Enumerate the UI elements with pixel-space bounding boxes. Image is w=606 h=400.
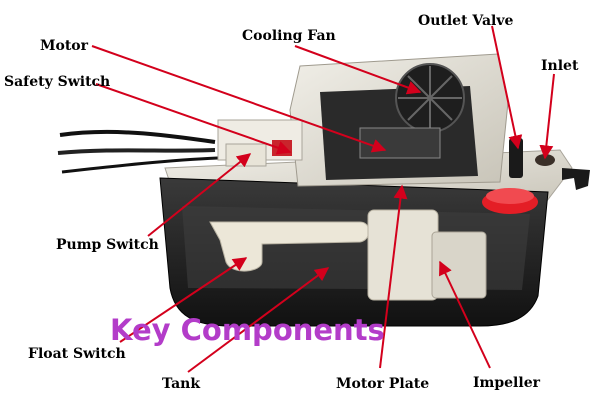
motor-nameplate [359,127,441,159]
pump-illustration [57,53,590,327]
safety-switch-body [272,140,292,156]
leader-tank [187,267,330,373]
component-labels: Motor Cooling Fan Outlet Valve Inlet Saf… [4,13,579,392]
label-float-switch: Float Switch [28,346,126,362]
leader-pump-switch [147,153,252,237]
float-arm [209,221,370,272]
label-motor: Motor [40,38,89,54]
leader-motor-plate [379,184,408,369]
red-inlet-cap-top [486,188,534,204]
leader-safety-switch [95,83,292,155]
leader-cooling-fan [294,45,422,95]
label-pump-switch: Pump Switch [56,237,159,253]
mounting-bracket [562,168,590,190]
power-cord [59,129,216,144]
pump-switch-body [225,143,267,167]
label-inlet: Inlet [541,58,579,74]
leader-motor [91,45,387,153]
leader-inlet [539,73,555,160]
label-tank: Tank [162,376,200,392]
label-motor-plate: Motor Plate [336,376,429,392]
power-cord [61,156,219,174]
impeller-body [431,231,487,299]
power-cord [57,148,216,155]
leader-impeller [439,260,491,369]
label-outlet-valve: Outlet Valve [418,13,514,29]
impeller-housing [367,209,439,301]
label-safety-switch: Safety Switch [4,74,110,90]
label-impeller: Impeller [473,375,541,391]
leader-float-switch [119,257,248,343]
outlet-valve-body [509,138,523,178]
leader-lines [91,25,555,373]
label-cooling-fan: Cooling Fan [242,28,336,44]
leader-outlet-valve [491,25,523,150]
diagram-title: Key Components [110,313,385,347]
